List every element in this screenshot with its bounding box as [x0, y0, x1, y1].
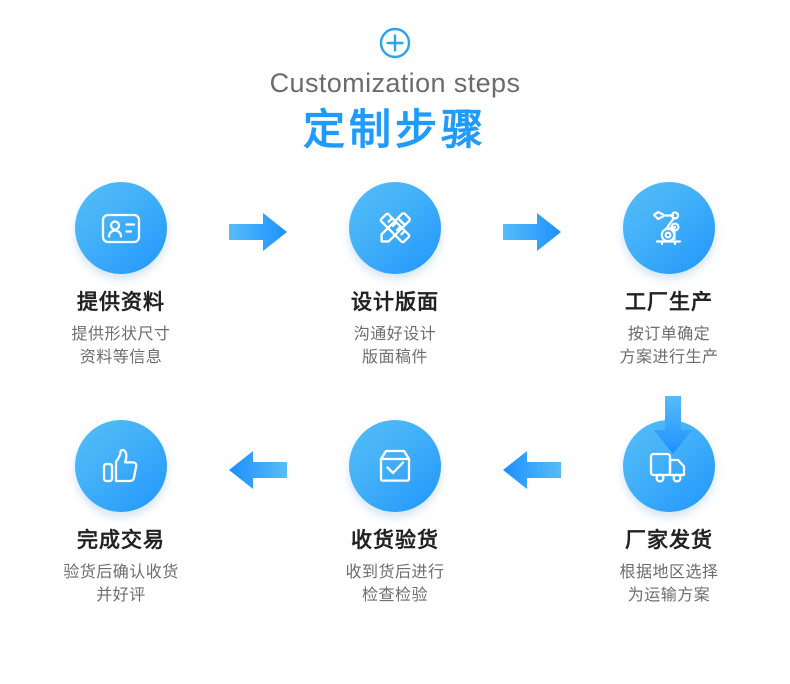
robot-arm-icon	[644, 203, 694, 253]
step-6-icon-circle	[75, 420, 167, 512]
arrow-step2-to-step3	[484, 182, 580, 254]
step-1-title: 提供资料	[77, 291, 165, 314]
page-header: Customization steps 定制步骤	[0, 0, 790, 156]
thumbs-up-icon	[96, 441, 146, 491]
arrow-step5-to-step6	[210, 420, 306, 492]
step-4-description: 根据地区选择 为运输方案	[619, 561, 718, 607]
page-subtitle-en: Customization steps	[269, 68, 521, 98]
step-6-desc-line-2: 并好评	[96, 587, 146, 604]
step-5-description: 收到货后进行 检查检验	[345, 561, 444, 607]
step-3-title: 工厂生产	[625, 291, 713, 314]
step-2-title: 设计版面	[351, 291, 439, 314]
arrow-step1-to-step2	[210, 182, 306, 254]
step-2-description: 沟通好设计 版面稿件	[354, 323, 437, 369]
step-3-desc-line-2: 方案进行生产	[619, 349, 719, 366]
step-1-description: 提供形状尺寸 资料等信息	[71, 323, 170, 369]
step-6-title: 完成交易	[77, 529, 165, 552]
arrow-left-icon	[229, 451, 287, 489]
step-3-icon-circle	[623, 182, 715, 274]
delivery-truck-icon	[644, 441, 694, 491]
step-4-title: 厂家发货	[625, 529, 713, 552]
step-2-icon-circle	[349, 182, 441, 274]
flow-row-bottom: 完成交易 验货后确认收货 并好评	[0, 420, 790, 640]
step-5-receive-and-inspect[interactable]: 收货验货 收到货后进行 检查检验	[306, 420, 484, 607]
step-5-desc-line-2: 检查检验	[361, 587, 428, 604]
step-3-description: 按订单确定 方案进行生产	[619, 323, 718, 369]
step-5-title: 收货验货	[351, 529, 439, 552]
arrow-right-icon	[229, 213, 287, 251]
step-1-icon-circle	[75, 182, 167, 274]
step-1-provide-materials[interactable]: 提供资料 提供形状尺寸 资料等信息	[32, 182, 210, 369]
arrow-right-icon	[503, 213, 561, 251]
step-5-icon-circle	[349, 420, 441, 512]
flow-row-top: 提供资料 提供形状尺寸 资料等信息	[0, 182, 790, 402]
step-3-factory-production[interactable]: 工厂生产 按订单确定 方案进行生产	[580, 182, 758, 369]
step-4-icon-circle	[623, 420, 715, 512]
step-1-desc-line-1: 提供形状尺寸	[71, 326, 171, 343]
circled-plus-icon	[378, 26, 412, 60]
customization-flow: 提供资料 提供形状尺寸 资料等信息	[0, 182, 790, 640]
box-check-icon	[370, 441, 420, 491]
step-2-desc-line-1: 沟通好设计	[353, 326, 437, 343]
step-4-desc-line-2: 为运输方案	[627, 587, 711, 604]
page-title: 定制步骤	[302, 106, 487, 153]
pencil-ruler-icon	[370, 203, 420, 253]
step-4-desc-line-1: 根据地区选择	[619, 564, 719, 581]
arrow-step4-to-step5	[484, 420, 580, 492]
step-4-manufacturer-shipping[interactable]: 厂家发货 根据地区选择 为运输方案	[580, 420, 758, 607]
step-1-desc-line-2: 资料等信息	[79, 349, 163, 366]
id-card-icon	[96, 203, 146, 253]
step-6-transaction-complete[interactable]: 完成交易 验货后确认收货 并好评	[32, 420, 210, 607]
step-5-desc-line-1: 收到货后进行	[345, 564, 445, 581]
arrow-left-icon	[503, 451, 561, 489]
step-6-desc-line-1: 验货后确认收货	[63, 564, 179, 581]
step-6-description: 验货后确认收货 并好评	[63, 561, 179, 607]
step-2-design-layout[interactable]: 设计版面 沟通好设计 版面稿件	[306, 182, 484, 369]
step-3-desc-line-1: 按订单确定	[627, 326, 711, 343]
step-2-desc-line-2: 版面稿件	[361, 349, 428, 366]
